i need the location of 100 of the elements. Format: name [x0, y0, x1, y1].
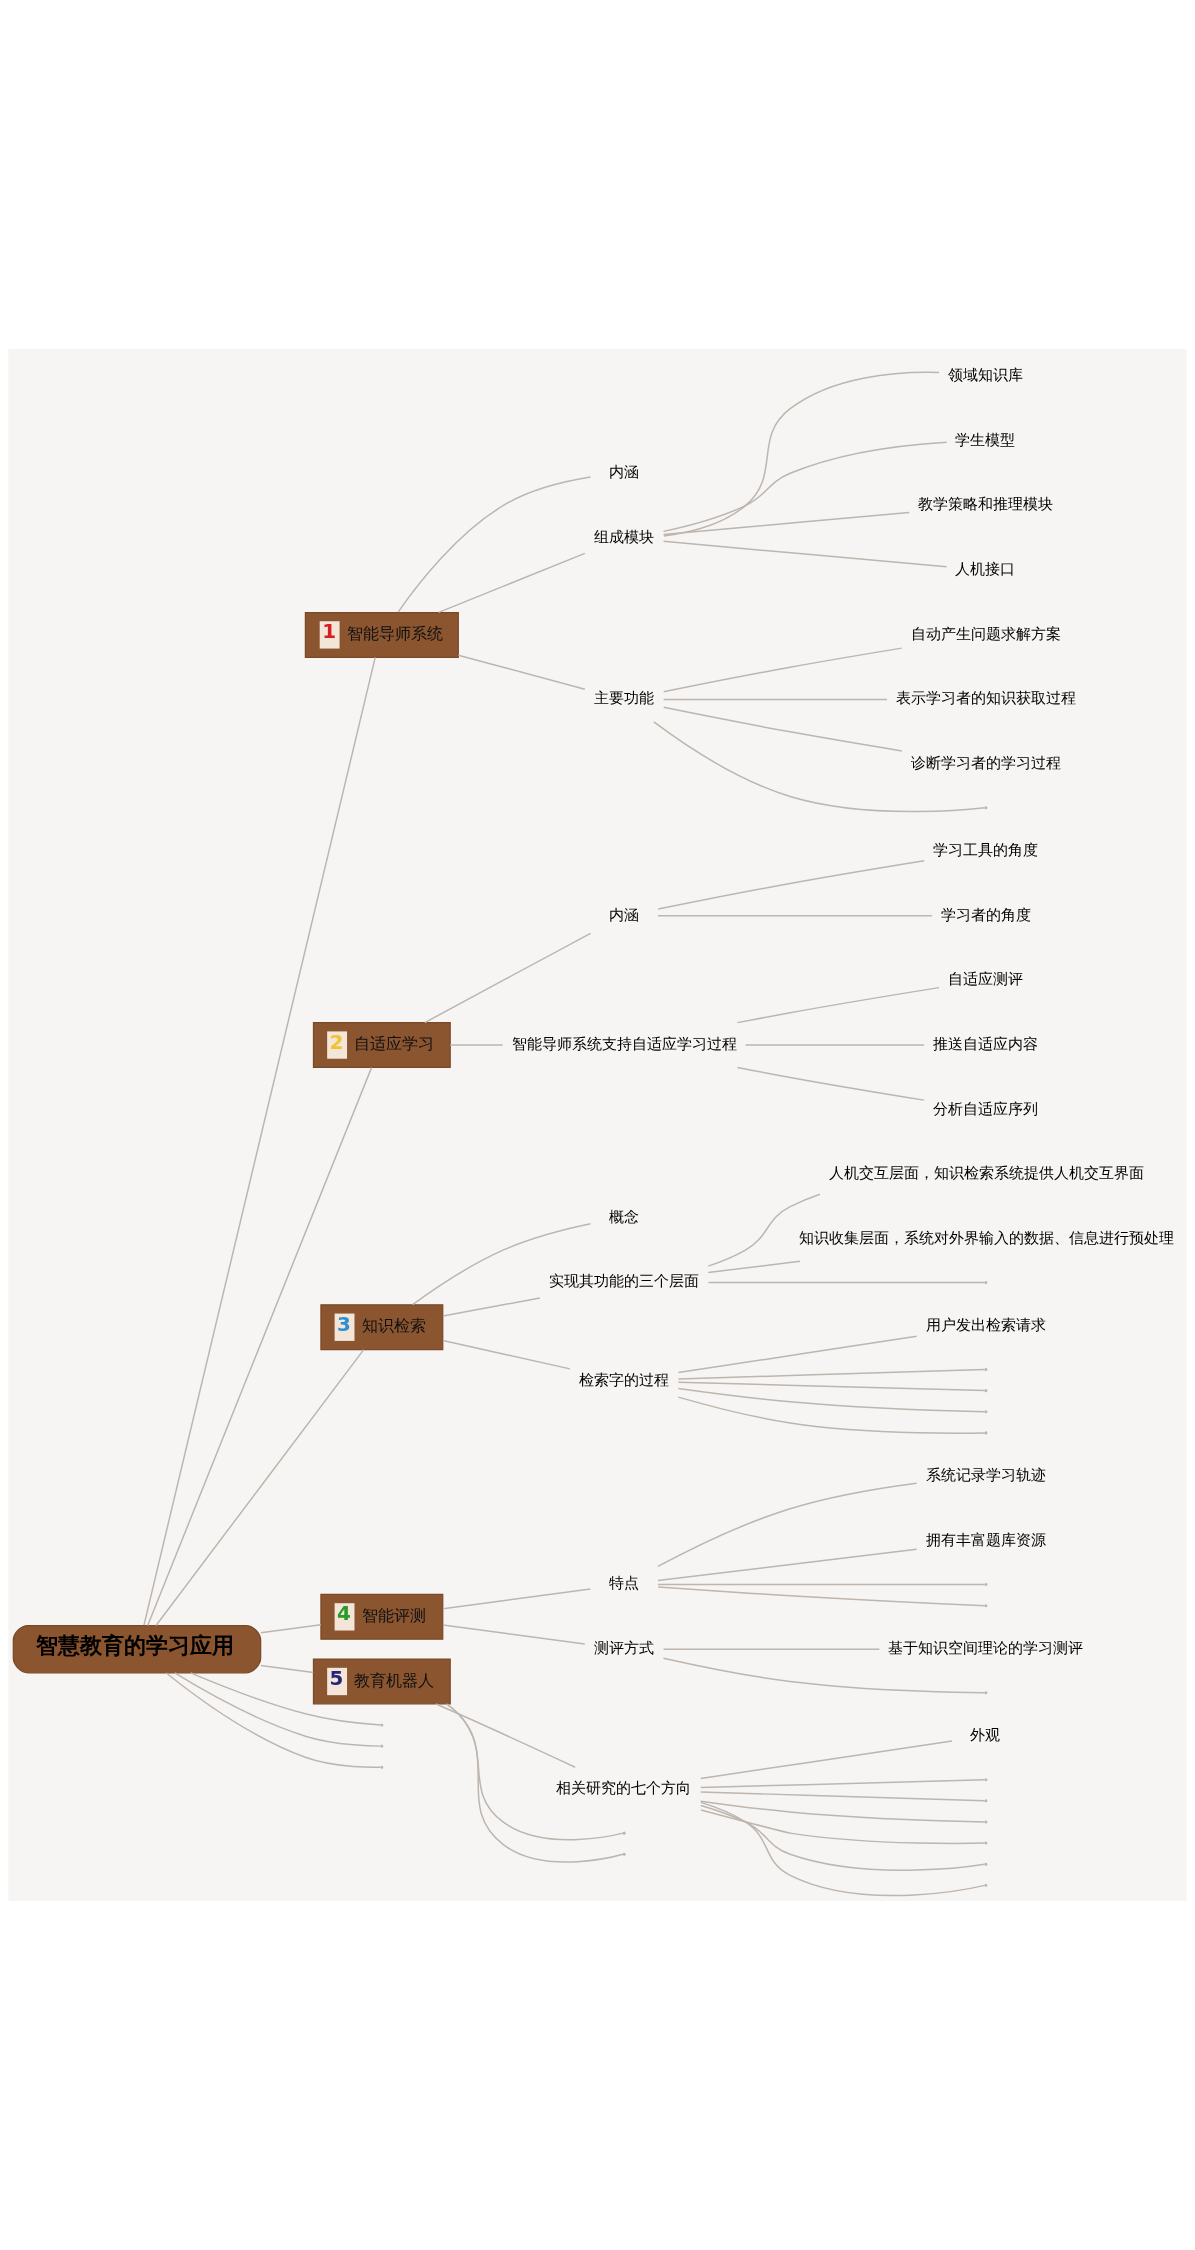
- node-text: 组成模块: [593, 527, 654, 546]
- node-line: [984, 1799, 988, 1803]
- connector: [442, 1588, 592, 1610]
- connector: [657, 1586, 986, 1607]
- node-text: 实现其功能的三个层面: [549, 1272, 700, 1291]
- node-box: 5 教育机器人: [312, 1658, 451, 1705]
- connector: [657, 915, 933, 917]
- connector: [707, 1193, 821, 1267]
- node-line: [984, 1368, 988, 1371]
- node-text: 拥有丰富题库资源: [925, 1530, 1046, 1549]
- connector: [457, 654, 586, 690]
- node-text: 测评方式: [593, 1639, 654, 1658]
- node-text: 学习工具的角度: [933, 841, 1039, 860]
- connector: [662, 540, 948, 568]
- connector: [662, 511, 910, 536]
- node-text: 人机接口: [955, 560, 1016, 579]
- connector: [662, 698, 888, 701]
- connector: [146, 1066, 373, 1627]
- connector: [411, 1223, 592, 1306]
- node-box: 2 自适应学习: [312, 1022, 451, 1069]
- node-text: 自动产生问题求解方案: [910, 624, 1061, 643]
- node-text: 相关研究的七个方向: [556, 1779, 692, 1798]
- node-box: 4 智能评测: [320, 1593, 444, 1640]
- connector: [663, 371, 940, 537]
- node-text: 内涵: [608, 463, 639, 482]
- node-line: [380, 1744, 384, 1748]
- node-line: [622, 1852, 626, 1856]
- node-text: 基于知识空间理论的学习测评: [888, 1639, 1084, 1658]
- connector: [437, 552, 586, 614]
- node-text: 外观: [970, 1726, 1001, 1745]
- node-line: [984, 1583, 988, 1587]
- node-text: 分析自适应序列: [933, 1099, 1039, 1118]
- node-text: 特点: [608, 1574, 639, 1593]
- node-line: [984, 1431, 988, 1435]
- node-text: 人机交互层面，知识检索系统提供人机交互界面: [828, 1164, 1144, 1183]
- node-line: [380, 1765, 384, 1769]
- connector: [442, 1297, 541, 1317]
- connector: [662, 441, 948, 533]
- connector: [155, 1348, 365, 1627]
- connector: [707, 1281, 986, 1284]
- connector: [736, 986, 940, 1024]
- connector: [677, 1368, 986, 1380]
- node-box: 3 知识检索: [320, 1304, 444, 1351]
- node-text: 教学策略和推理模块: [918, 495, 1054, 514]
- connector: [165, 1672, 382, 1769]
- connector: [700, 1791, 986, 1802]
- connector: [662, 706, 903, 752]
- node-text: 学生模型: [955, 430, 1016, 449]
- connector: [189, 1672, 382, 1726]
- connector: [143, 656, 376, 1626]
- node-box: 1 智能导师系统: [304, 611, 459, 658]
- node-line: [984, 1389, 988, 1393]
- connector: [424, 932, 592, 1024]
- connector: [677, 1381, 986, 1392]
- connector: [397, 476, 592, 613]
- node-text: 概念: [608, 1207, 639, 1226]
- connector: [260, 1624, 322, 1634]
- node-text: 自适应测评: [948, 970, 1024, 989]
- node-line: [984, 1410, 988, 1414]
- connector: [707, 1260, 801, 1274]
- node-line: [984, 1862, 988, 1866]
- connector: [744, 1044, 925, 1046]
- node-text: 学习者的角度: [940, 905, 1031, 924]
- node-text: 诊断学习者的学习过程: [910, 754, 1061, 773]
- node-box: 智慧教育的学习应用: [12, 1624, 262, 1674]
- node-line: [984, 1883, 988, 1887]
- connector: [442, 1624, 586, 1645]
- connector: [449, 1044, 504, 1046]
- node-line: [622, 1831, 626, 1835]
- connector: [662, 647, 903, 693]
- node-line: [380, 1723, 384, 1727]
- connector: [657, 1482, 918, 1568]
- node-line: [984, 806, 988, 810]
- connector: [700, 1740, 953, 1780]
- connector: [442, 1339, 571, 1370]
- node-line: [984, 1778, 988, 1782]
- connector: [435, 1703, 576, 1768]
- node-text: 智能导师系统支持自适应学习过程: [511, 1034, 737, 1053]
- connector: [700, 1778, 986, 1789]
- connector: [677, 1387, 986, 1413]
- connector: [657, 860, 925, 910]
- connector: [657, 1583, 986, 1586]
- node-line: [984, 1820, 988, 1824]
- connector: [736, 1066, 925, 1101]
- connector: [174, 1672, 382, 1747]
- node-line: [984, 1841, 988, 1845]
- node-line: [984, 1280, 988, 1284]
- connector: [662, 1648, 881, 1650]
- connector: [653, 721, 986, 813]
- node-text: 主要功能: [593, 689, 654, 708]
- node-text: 推送自适应内容: [933, 1034, 1039, 1053]
- node-line: [984, 1691, 988, 1695]
- node-text: 系统记录学习轨迹: [925, 1466, 1046, 1485]
- node-text: 用户发出检索请求: [925, 1315, 1046, 1334]
- node-text: 内涵: [608, 905, 639, 924]
- connector: [677, 1335, 918, 1374]
- connector: [260, 1664, 315, 1674]
- node-text: 知识收集层面，系统对外界输入的数据、信息进行预处理: [798, 1228, 1174, 1247]
- connector: [657, 1548, 918, 1582]
- node-line: [984, 1604, 988, 1608]
